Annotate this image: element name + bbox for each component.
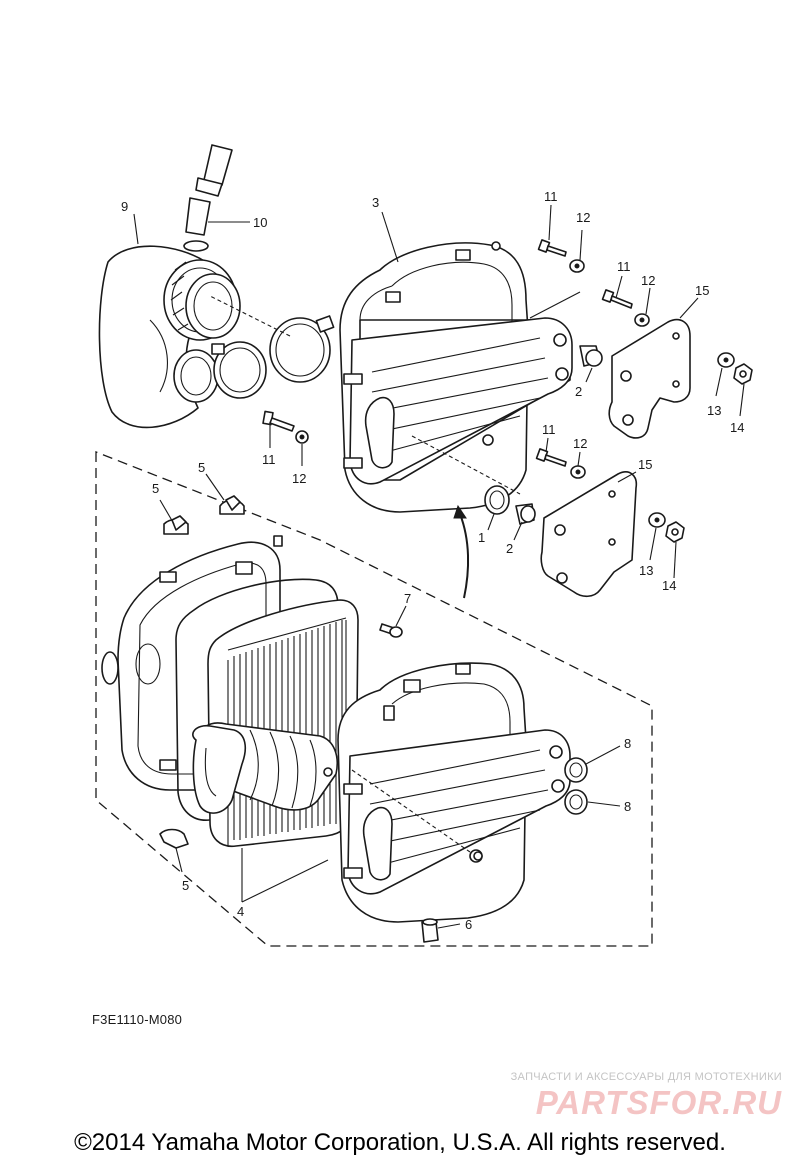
callout-15: 15 (695, 283, 709, 298)
small-parts (379, 623, 588, 943)
callout-11: 11 (617, 259, 631, 274)
callout-12: 12 (641, 273, 655, 288)
callout-1: 1 (478, 530, 485, 545)
diagram-code: F3E1110-M080 (92, 1012, 183, 1027)
callout-13: 13 (639, 563, 653, 578)
callout-6: 6 (465, 917, 472, 932)
intake-duct (98, 245, 241, 429)
callout-5: 5 (198, 460, 205, 475)
callout-2: 2 (506, 541, 513, 556)
lower-hardware (484, 448, 685, 598)
clips (159, 495, 245, 849)
callout-11: 11 (542, 422, 556, 437)
callout-15: 15 (638, 457, 652, 472)
copyright-notice: ©2014 Yamaha Motor Corporation, U.S.A. A… (74, 1129, 726, 1156)
callout-7: 7 (404, 591, 411, 606)
subassembly-outline (95, 451, 653, 947)
callout-12: 12 (576, 210, 590, 225)
breather-hose (183, 144, 233, 252)
callout-3: 3 (372, 195, 379, 210)
callout-4: 4 (237, 904, 244, 919)
callout-12: 12 (573, 436, 587, 451)
callout-5: 5 (152, 481, 159, 496)
upper-hardware (262, 239, 753, 444)
callout-12: 12 (292, 471, 306, 486)
callout-9: 9 (121, 199, 128, 214)
callout-13: 13 (707, 403, 721, 418)
callout-8: 8 (624, 736, 631, 751)
callout-11: 11 (262, 452, 276, 467)
callout-8: 8 (624, 799, 631, 814)
callout-2: 2 (575, 384, 582, 399)
leader-lines (133, 204, 745, 929)
inlet-funnel (192, 722, 338, 814)
callout-11: 11 (544, 189, 558, 204)
front-case-half (323, 662, 571, 923)
callout-14: 14 (662, 578, 676, 593)
watermark-tagline: ЗАПЧАСТИ И АКСЕССУАРЫ ДЛЯ МОТОТЕХНИКИ (510, 1071, 782, 1083)
callout-labels: 9 10 3 11 12 11 12 15 2 13 14 11 12 11 1… (121, 189, 744, 932)
hose-clamps (211, 315, 335, 399)
assembly-arrow (453, 504, 470, 599)
watermark-logo: PARTSFOR.RU (535, 1084, 782, 1121)
air-cleaner-case-assembled (339, 241, 573, 513)
callout-14: 14 (730, 420, 744, 435)
callout-5: 5 (182, 878, 189, 893)
callout-10: 10 (253, 215, 267, 230)
